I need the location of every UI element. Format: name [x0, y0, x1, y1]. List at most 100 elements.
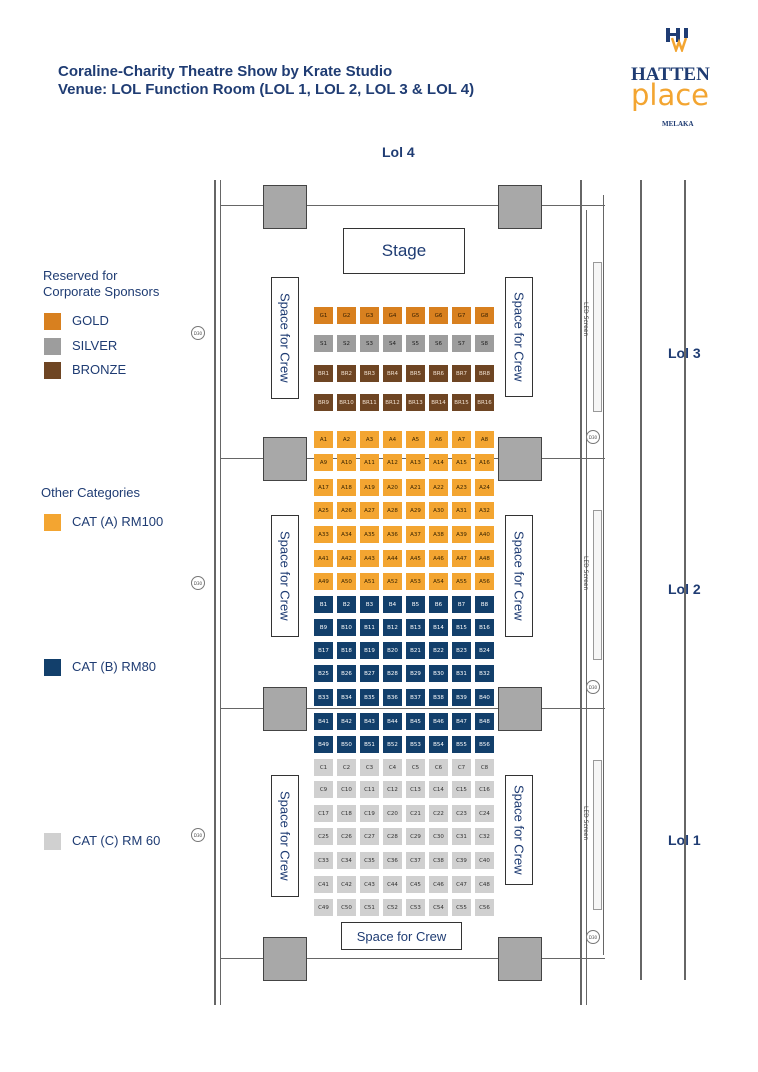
seat-c42[interactable]: C42 — [337, 876, 356, 893]
seat-a6[interactable]: A6 — [429, 431, 448, 448]
seat-c41[interactable]: C41 — [314, 876, 333, 893]
seat-b49[interactable]: B49 — [314, 736, 333, 753]
seat-c36[interactable]: C36 — [383, 852, 402, 869]
seat-b1[interactable]: B1 — [314, 596, 333, 613]
seat-a7[interactable]: A7 — [452, 431, 471, 448]
seat-a29[interactable]: A29 — [406, 502, 425, 519]
seat-c3[interactable]: C3 — [360, 759, 379, 776]
seat-b24[interactable]: B24 — [475, 642, 494, 659]
seat-c14[interactable]: C14 — [429, 781, 448, 798]
seat-br3[interactable]: BR3 — [360, 365, 379, 382]
seat-b39[interactable]: B39 — [452, 689, 471, 706]
seat-br6[interactable]: BR6 — [429, 365, 448, 382]
seat-b4[interactable]: B4 — [383, 596, 402, 613]
seat-a4[interactable]: A4 — [383, 431, 402, 448]
seat-a14[interactable]: A14 — [429, 454, 448, 471]
seat-br11[interactable]: BR11 — [360, 394, 379, 411]
seat-c24[interactable]: C24 — [475, 805, 494, 822]
seat-b22[interactable]: B22 — [429, 642, 448, 659]
seat-b40[interactable]: B40 — [475, 689, 494, 706]
seat-c56[interactable]: C56 — [475, 899, 494, 916]
seat-b8[interactable]: B8 — [475, 596, 494, 613]
seat-b47[interactable]: B47 — [452, 713, 471, 730]
seat-b2[interactable]: B2 — [337, 596, 356, 613]
seat-c8[interactable]: C8 — [475, 759, 494, 776]
seat-b34[interactable]: B34 — [337, 689, 356, 706]
seat-br8[interactable]: BR8 — [475, 365, 494, 382]
seat-b25[interactable]: B25 — [314, 665, 333, 682]
seat-a48[interactable]: A48 — [475, 550, 494, 567]
seat-s8[interactable]: S8 — [475, 335, 494, 352]
seat-b3[interactable]: B3 — [360, 596, 379, 613]
seat-a27[interactable]: A27 — [360, 502, 379, 519]
seat-c7[interactable]: C7 — [452, 759, 471, 776]
seat-br14[interactable]: BR14 — [429, 394, 448, 411]
seat-a51[interactable]: A51 — [360, 573, 379, 590]
seat-a55[interactable]: A55 — [452, 573, 471, 590]
seat-c55[interactable]: C55 — [452, 899, 471, 916]
seat-b9[interactable]: B9 — [314, 619, 333, 636]
seat-br2[interactable]: BR2 — [337, 365, 356, 382]
seat-b18[interactable]: B18 — [337, 642, 356, 659]
seat-a24[interactable]: A24 — [475, 479, 494, 496]
seat-a23[interactable]: A23 — [452, 479, 471, 496]
seat-g4[interactable]: G4 — [383, 307, 402, 324]
seat-a47[interactable]: A47 — [452, 550, 471, 567]
seat-c53[interactable]: C53 — [406, 899, 425, 916]
seat-c1[interactable]: C1 — [314, 759, 333, 776]
seat-a53[interactable]: A53 — [406, 573, 425, 590]
seat-a45[interactable]: A45 — [406, 550, 425, 567]
seat-br12[interactable]: BR12 — [383, 394, 402, 411]
seat-c17[interactable]: C17 — [314, 805, 333, 822]
seat-b36[interactable]: B36 — [383, 689, 402, 706]
seat-c2[interactable]: C2 — [337, 759, 356, 776]
seat-b45[interactable]: B45 — [406, 713, 425, 730]
seat-c51[interactable]: C51 — [360, 899, 379, 916]
seat-c48[interactable]: C48 — [475, 876, 494, 893]
seat-b15[interactable]: B15 — [452, 619, 471, 636]
seat-c9[interactable]: C9 — [314, 781, 333, 798]
seat-a46[interactable]: A46 — [429, 550, 448, 567]
seat-s4[interactable]: S4 — [383, 335, 402, 352]
seat-a2[interactable]: A2 — [337, 431, 356, 448]
seat-a11[interactable]: A11 — [360, 454, 379, 471]
seat-b56[interactable]: B56 — [475, 736, 494, 753]
seat-g5[interactable]: G5 — [406, 307, 425, 324]
seat-a20[interactable]: A20 — [383, 479, 402, 496]
seat-b30[interactable]: B30 — [429, 665, 448, 682]
seat-g8[interactable]: G8 — [475, 307, 494, 324]
seat-a34[interactable]: A34 — [337, 526, 356, 543]
seat-a12[interactable]: A12 — [383, 454, 402, 471]
seat-a56[interactable]: A56 — [475, 573, 494, 590]
seat-c26[interactable]: C26 — [337, 828, 356, 845]
seat-b29[interactable]: B29 — [406, 665, 425, 682]
seat-a19[interactable]: A19 — [360, 479, 379, 496]
seat-b53[interactable]: B53 — [406, 736, 425, 753]
seat-a13[interactable]: A13 — [406, 454, 425, 471]
seat-a37[interactable]: A37 — [406, 526, 425, 543]
seat-a9[interactable]: A9 — [314, 454, 333, 471]
seat-c22[interactable]: C22 — [429, 805, 448, 822]
seat-s7[interactable]: S7 — [452, 335, 471, 352]
seat-a5[interactable]: A5 — [406, 431, 425, 448]
seat-c13[interactable]: C13 — [406, 781, 425, 798]
seat-b44[interactable]: B44 — [383, 713, 402, 730]
seat-br13[interactable]: BR13 — [406, 394, 425, 411]
seat-a49[interactable]: A49 — [314, 573, 333, 590]
seat-a40[interactable]: A40 — [475, 526, 494, 543]
seat-b26[interactable]: B26 — [337, 665, 356, 682]
seat-c30[interactable]: C30 — [429, 828, 448, 845]
seat-b14[interactable]: B14 — [429, 619, 448, 636]
seat-g7[interactable]: G7 — [452, 307, 471, 324]
seat-b35[interactable]: B35 — [360, 689, 379, 706]
seat-b43[interactable]: B43 — [360, 713, 379, 730]
seat-c23[interactable]: C23 — [452, 805, 471, 822]
seat-b5[interactable]: B5 — [406, 596, 425, 613]
seat-b6[interactable]: B6 — [429, 596, 448, 613]
seat-b10[interactable]: B10 — [337, 619, 356, 636]
seat-b28[interactable]: B28 — [383, 665, 402, 682]
seat-a50[interactable]: A50 — [337, 573, 356, 590]
seat-b54[interactable]: B54 — [429, 736, 448, 753]
seat-c11[interactable]: C11 — [360, 781, 379, 798]
seat-b23[interactable]: B23 — [452, 642, 471, 659]
